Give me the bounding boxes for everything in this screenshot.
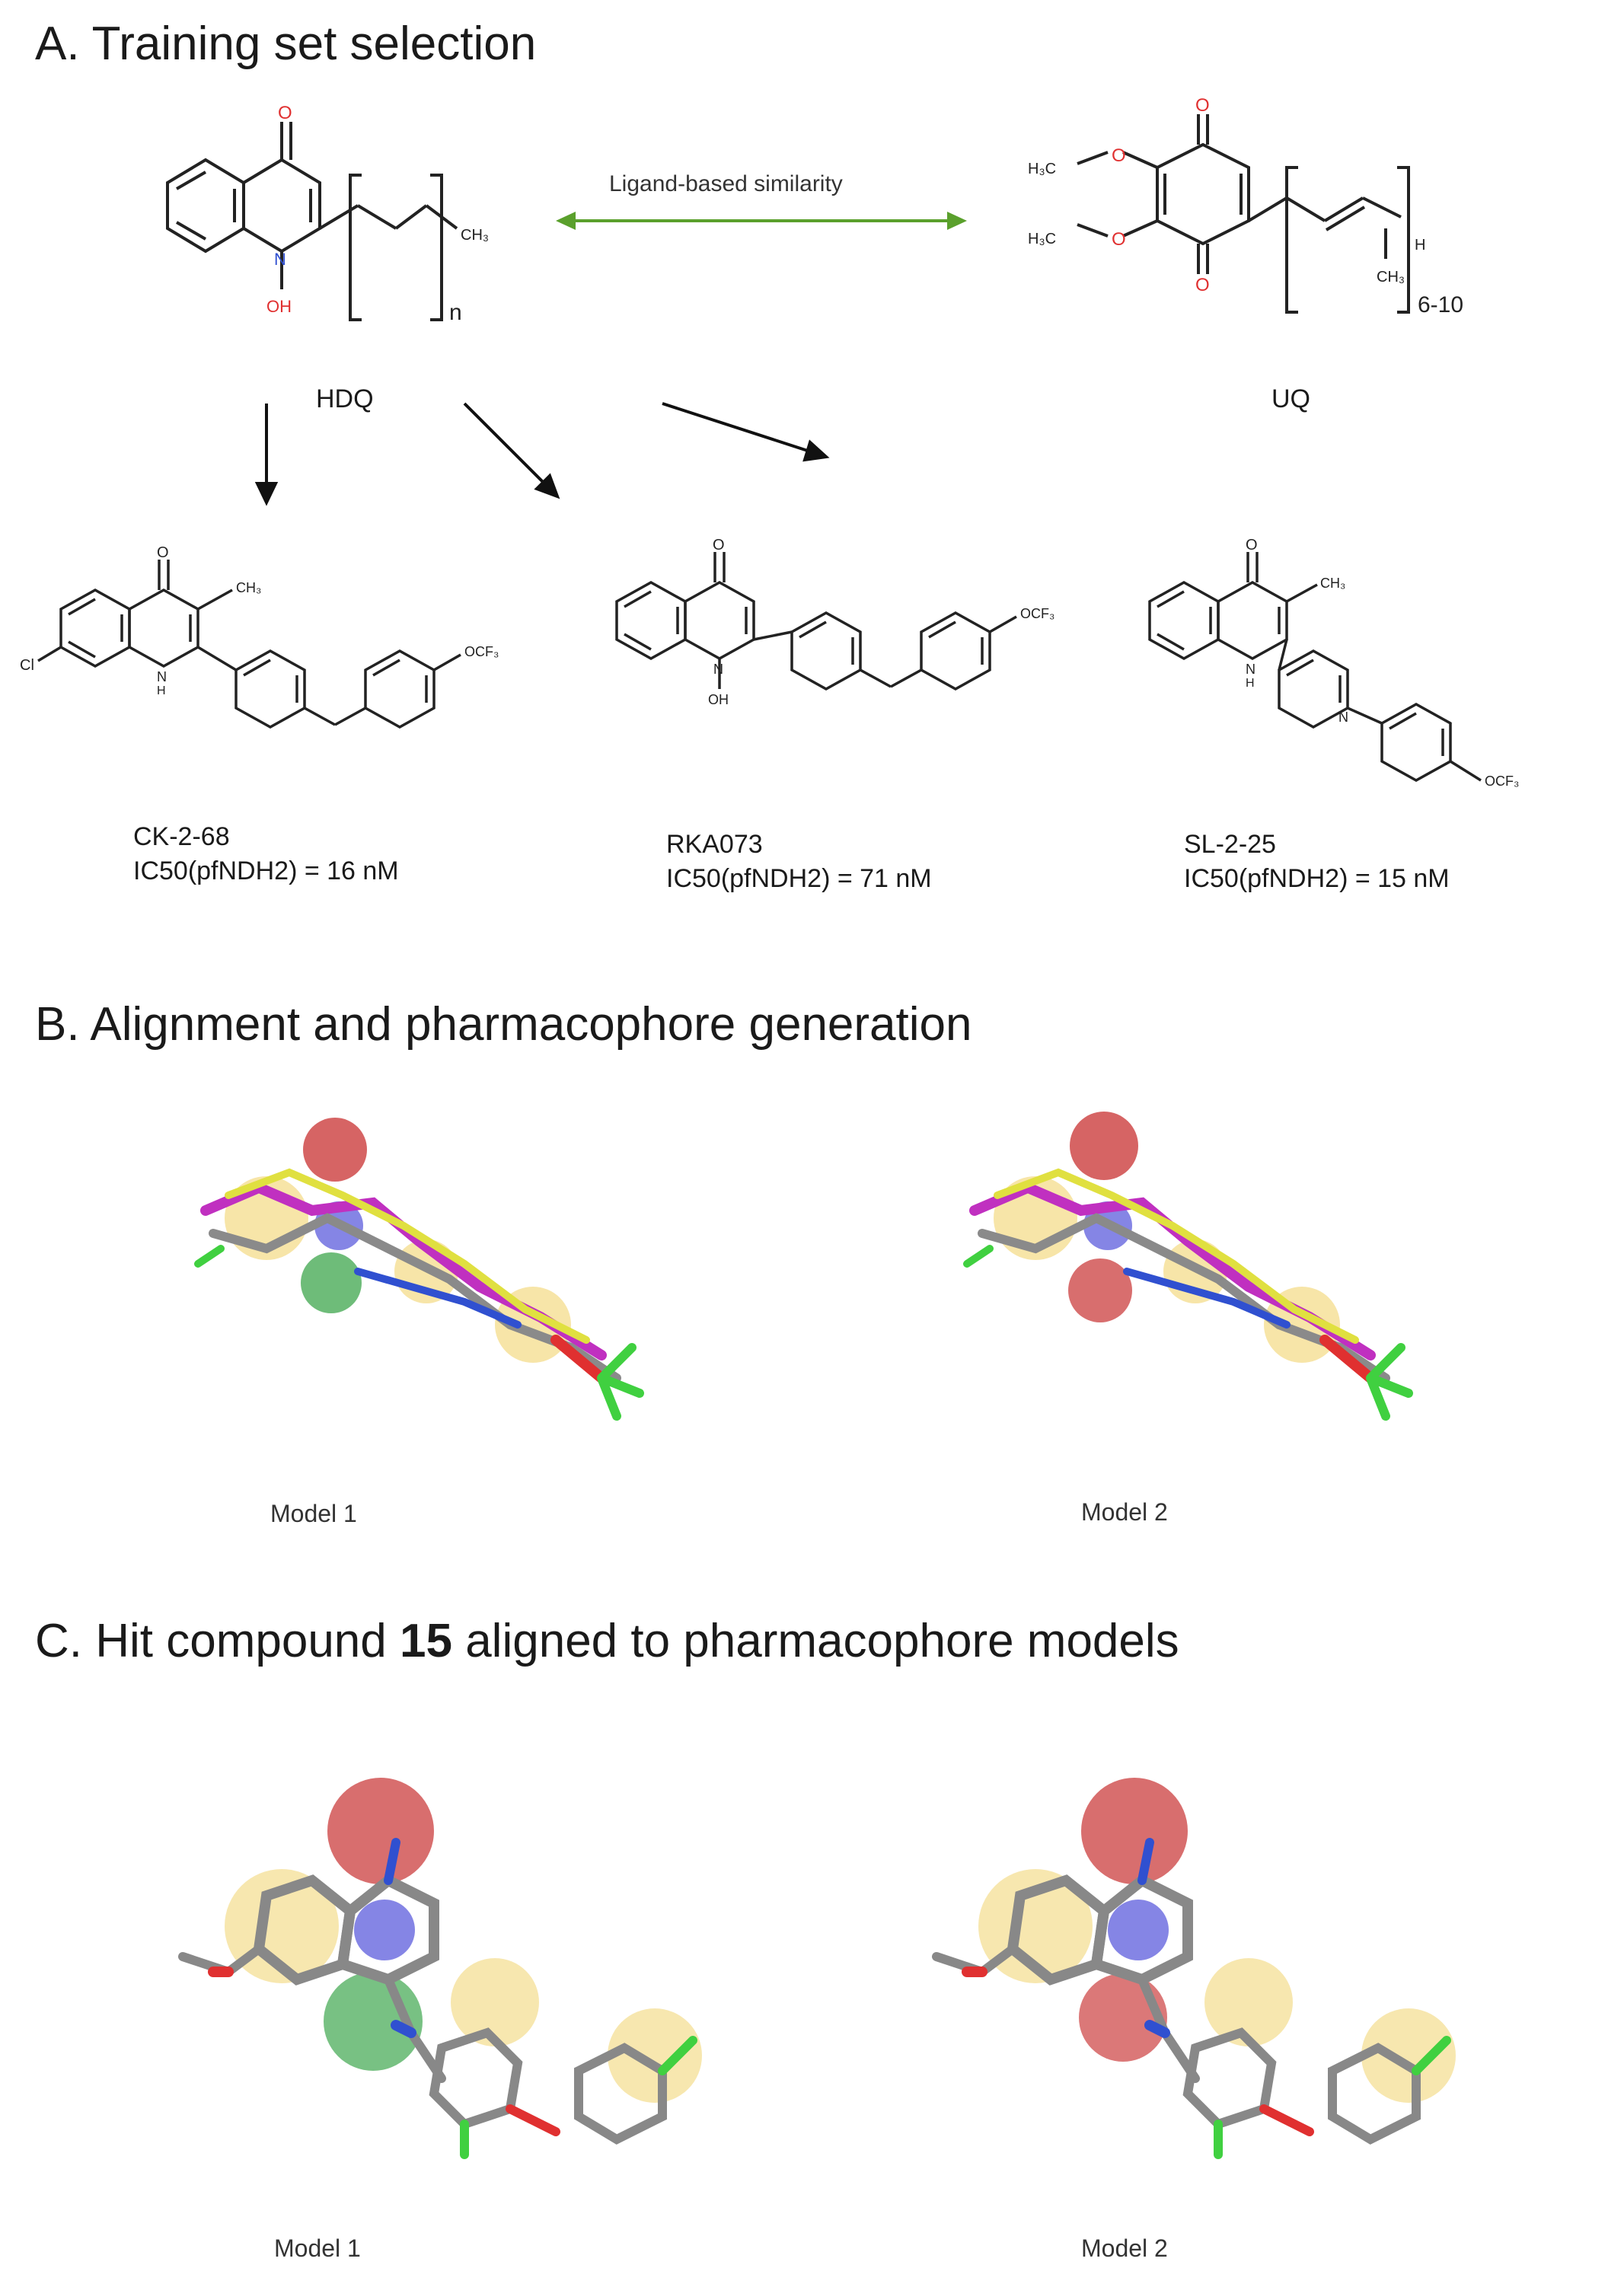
svg-text:O: O (278, 103, 292, 123)
svg-text:H₃C: H₃C (1028, 161, 1056, 177)
section-c-compound-number: 15 (400, 1615, 452, 1667)
rka073-structure: O N OH OCF₃ (615, 537, 1054, 707)
uq-repeat-label: 6-10 (1418, 292, 1463, 317)
derivation-arrows (254, 402, 830, 506)
ck-2-68-name: CK-2-68 (133, 822, 230, 851)
sl-2-25-structure: O CH₃ N H N OCF₃ (1148, 537, 1519, 789)
svg-text:O: O (713, 537, 725, 553)
ck-2-68-activity: IC50(pfNDH2) = 16 nM (133, 856, 399, 885)
hdq-label: HDQ (316, 384, 374, 413)
svg-text:O: O (1195, 275, 1210, 295)
svg-text:OH: OH (708, 692, 729, 707)
svg-text:N: N (274, 250, 286, 269)
hit-model-1 (178, 1778, 702, 2159)
svg-text:H: H (157, 684, 166, 697)
svg-text:OCF₃: OCF₃ (1020, 606, 1054, 621)
similarity-arrow (556, 212, 967, 230)
rka073-activity: IC50(pfNDH2) = 71 nM (666, 864, 932, 893)
svg-text:CH₃: CH₃ (1377, 269, 1405, 286)
similarity-label: Ligand-based similarity (609, 171, 843, 196)
svg-text:H₃C: H₃C (1028, 231, 1056, 247)
svg-text:N: N (1338, 710, 1348, 725)
section-b-title: B. Alignment and pharmacophore generatio… (35, 998, 972, 1051)
c-model-1-label: Model 1 (274, 2235, 361, 2262)
section-c-title: C. Hit compound 15 aligned to pharmacoph… (35, 1614, 1179, 1668)
svg-text:CH₃: CH₃ (1320, 576, 1345, 591)
svg-text:N: N (157, 669, 167, 684)
b-model-1-label: Model 1 (270, 1500, 357, 1527)
hdq-repeat-label: n (449, 300, 462, 325)
c-model-2-label: Model 2 (1081, 2235, 1168, 2262)
sl-2-25-activity: IC50(pfNDH2) = 15 nM (1184, 864, 1450, 893)
hit-model-2 (932, 1778, 1456, 2159)
b-model-2-label: Model 2 (1081, 1498, 1168, 1526)
ck-2-68-structure: O CH₃ Cl N H OCF₃ (20, 544, 499, 729)
svg-text:CH₃: CH₃ (461, 227, 489, 244)
section-c-title-prefix: C. Hit compound (35, 1615, 400, 1667)
svg-text:N: N (1246, 662, 1255, 677)
uq-label: UQ (1271, 384, 1310, 413)
svg-text:O: O (157, 544, 169, 561)
svg-text:N: N (713, 662, 723, 677)
svg-text:O: O (1112, 145, 1126, 166)
svg-text:OCF₃: OCF₃ (1485, 774, 1519, 789)
alignment-model-2 (963, 1112, 1413, 1421)
sl-2-25-name: SL-2-25 (1184, 830, 1276, 859)
svg-text:H: H (1246, 677, 1255, 690)
svg-text:Cl: Cl (20, 657, 34, 674)
section-a-title: A. Training set selection (35, 18, 537, 70)
svg-text:OH: OH (266, 297, 292, 316)
section-c-title-suffix: aligned to pharmacophore models (451, 1615, 1179, 1667)
uq-structure: O O O O H₃C H₃C H CH₃ 6-10 (1028, 95, 1463, 317)
svg-text:OCF₃: OCF₃ (464, 644, 499, 659)
svg-text:H: H (1415, 237, 1425, 254)
alignment-model-1 (194, 1118, 644, 1421)
svg-text:CH₃: CH₃ (236, 580, 261, 595)
hdq-structure: O N OH CH₃ n (166, 103, 489, 325)
svg-text:O: O (1246, 537, 1258, 553)
svg-text:O: O (1112, 229, 1126, 250)
rka073-name: RKA073 (666, 830, 763, 859)
svg-text:O: O (1195, 95, 1210, 116)
